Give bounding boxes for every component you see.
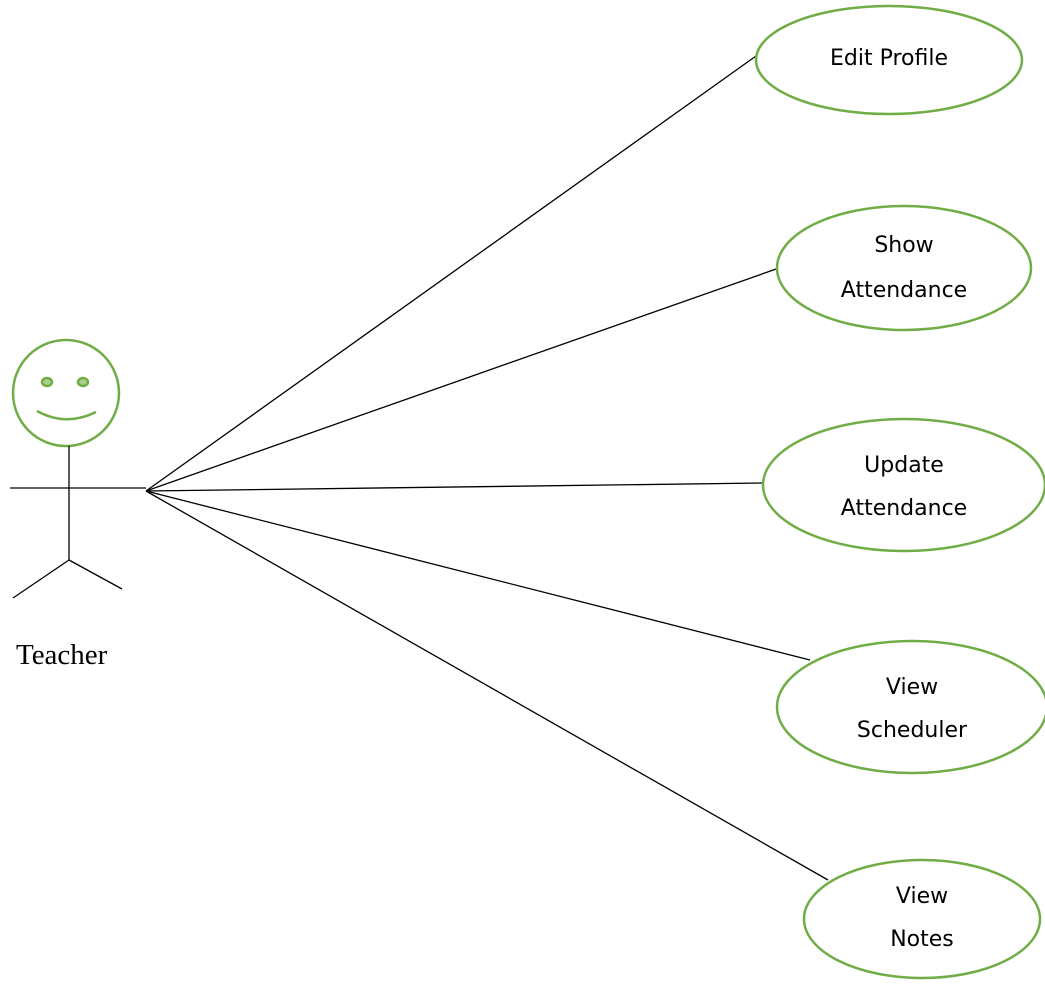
use-case-edit-profile: Edit Profile <box>754 4 1024 116</box>
use-case-show-attendance-label-line-1: Show <box>874 233 933 258</box>
use-case-show-attendance: Show Attendance <box>775 204 1033 332</box>
use-case-view-scheduler-label-line-2: Scheduler <box>857 718 968 743</box>
association-edit-profile <box>145 55 757 492</box>
actor-teacher: Teacher <box>10 338 146 671</box>
actor-right-eye-icon <box>76 376 90 388</box>
use-case-view-notes-label-line-1: View <box>896 884 948 909</box>
use-case-view-notes-label-line-2: Notes <box>890 927 954 952</box>
association-show-attendance <box>145 267 780 492</box>
use-case-view-notes-ellipse <box>802 858 1042 980</box>
association-view-notes <box>145 490 829 881</box>
use-case-show-attendance-label-line-2: Attendance <box>841 278 967 303</box>
use-case-update-attendance-label-line-1: Update <box>864 453 944 478</box>
associations <box>145 55 829 881</box>
use-case-update-attendance: Update Attendance <box>761 417 1045 553</box>
actor-smile-icon <box>36 409 97 421</box>
association-update-attendance <box>145 482 765 492</box>
use-case-edit-profile-ellipse <box>754 4 1024 116</box>
association-view-scheduler <box>145 490 811 661</box>
use-case-update-attendance-ellipse <box>761 417 1045 553</box>
actor-head-icon <box>11 338 121 448</box>
actor-left-leg <box>12 559 70 599</box>
use-case-update-attendance-label-line-2: Attendance <box>841 496 967 521</box>
use-case-show-attendance-ellipse <box>775 204 1033 332</box>
use-case-view-notes: View Notes <box>802 858 1042 980</box>
use-case-edit-profile-label: Edit Profile <box>830 46 948 71</box>
actor-label: Teacher <box>16 639 108 671</box>
use-case-view-scheduler: View Scheduler <box>775 639 1045 775</box>
use-case-view-scheduler-label-line-1: View <box>886 675 938 700</box>
use-case-view-scheduler-ellipse <box>775 639 1045 775</box>
actor-left-eye-icon <box>40 376 54 388</box>
actor-right-leg <box>68 559 123 590</box>
